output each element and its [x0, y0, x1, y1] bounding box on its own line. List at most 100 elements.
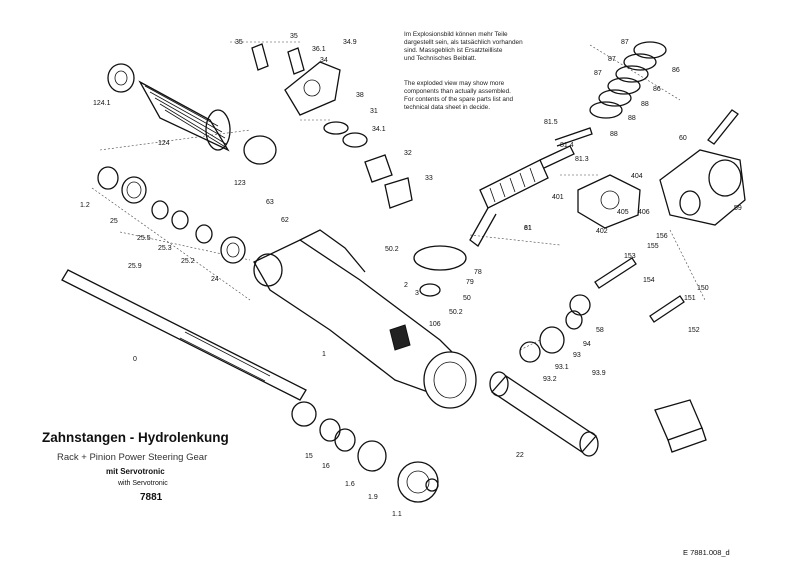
- part-label: 34.1: [372, 126, 386, 133]
- part-label: 3: [415, 290, 419, 297]
- part-label: 36.1: [312, 46, 326, 53]
- block-402: [577, 174, 641, 229]
- part-label: 81.5: [544, 119, 558, 126]
- part-label: 79: [466, 279, 474, 286]
- part-label: 151: [684, 295, 696, 302]
- note-german-line-3: sind. Massgeblich ist Ersatzteilliste: [404, 47, 503, 54]
- part-label: 124.1: [93, 100, 111, 107]
- part-label: 123: [234, 180, 246, 187]
- pins-right: [519, 257, 685, 363]
- part-label: 86: [672, 67, 680, 74]
- part-label: 50.2: [385, 246, 399, 253]
- tube-22: [489, 371, 599, 457]
- part-label: 31: [370, 108, 378, 115]
- part-label: 87: [608, 56, 616, 63]
- part-label: 152: [688, 327, 700, 334]
- part-label: 1.2: [80, 202, 90, 209]
- part-label: 34: [320, 57, 328, 64]
- note-english-line-3: For contents of the spare parts list and: [404, 96, 514, 103]
- part-label: 94: [583, 341, 591, 348]
- part-label: 156: [656, 233, 668, 240]
- drawing-code: E 7881.008_d: [683, 548, 730, 557]
- servotronic-valve-59: [659, 109, 746, 226]
- o-ring-78: [413, 245, 467, 297]
- note-german-line-2: dargestellt sein, als tatsächlich vorhan…: [404, 39, 523, 46]
- diagram-number: 7881: [140, 492, 163, 503]
- note-german-line-4: und Technisches Beiblatt.: [404, 55, 477, 62]
- part-label: 81.3: [575, 156, 589, 163]
- part-label: 93: [573, 352, 581, 359]
- part-label: 87: [594, 70, 602, 77]
- part-label: 87: [621, 39, 629, 46]
- servotronic-label-de: mit Servotronic: [106, 467, 165, 476]
- part-label: 401: [552, 194, 564, 201]
- part-label: 25.3: [158, 245, 172, 252]
- part-label: 153: [624, 253, 636, 260]
- part-label: 22: [516, 452, 524, 459]
- part-label: 88: [610, 131, 618, 138]
- part-label: 1.1: [392, 511, 402, 518]
- part-label: 1: [322, 351, 326, 358]
- pinion-valve-81: [469, 127, 593, 247]
- housing-1: [253, 229, 477, 409]
- part-label: 86: [653, 86, 661, 93]
- part-label: 59: [734, 205, 742, 212]
- sensor-connector: [654, 399, 707, 453]
- part-label: 24: [211, 276, 219, 283]
- part-label: 25: [110, 218, 118, 225]
- rings-left-group: [97, 166, 246, 264]
- part-label: 33: [425, 175, 433, 182]
- part-label: 0: [133, 356, 137, 363]
- part-label: 1.9: [368, 494, 378, 501]
- part-label: 150: [697, 285, 709, 292]
- part-label: 63: [266, 199, 274, 206]
- rack-bar-0: [61, 269, 317, 427]
- part-label: 2: [404, 282, 408, 289]
- part-label: 25.2: [181, 258, 195, 265]
- part-label: 50.2: [449, 309, 463, 316]
- servotronic-label-en: with Servotronic: [118, 480, 168, 487]
- part-label: 106: [429, 321, 441, 328]
- part-label: 32: [404, 150, 412, 157]
- part-label: 35: [290, 33, 298, 40]
- part-label: 88: [641, 101, 649, 108]
- part-label: 61: [524, 225, 532, 232]
- note-english-line-1: The exploded view may show more: [404, 80, 505, 87]
- part-label: 154: [643, 277, 655, 284]
- part-label: 93.2: [543, 376, 557, 383]
- part-label: 38: [356, 92, 364, 99]
- part-label: 402: [596, 228, 608, 235]
- diagram-subtitle: Rack + Pinion Power Steering Gear: [57, 452, 208, 463]
- diagram-title: Zahnstangen - Hydrolenkung: [42, 430, 229, 445]
- bellows-boot-124: [107, 63, 277, 165]
- part-label: 58: [596, 327, 604, 334]
- part-label: 1.6: [345, 481, 355, 488]
- part-label: 16: [322, 463, 330, 470]
- part-label: 62: [281, 217, 289, 224]
- part-label: 406: [638, 209, 650, 216]
- part-label: 81.4: [560, 142, 574, 149]
- part-label: 88: [628, 115, 636, 122]
- note-english-line-4: technical data sheet in decide.: [404, 104, 490, 111]
- part-label: 93.9: [592, 370, 606, 377]
- note-german-line-1: Im Explosionsbild können mehr Teile: [404, 31, 508, 38]
- part-label: 34.9: [343, 39, 357, 46]
- part-label: 404: [631, 173, 643, 180]
- part-label: 405: [617, 209, 629, 216]
- part-label: 60: [679, 135, 687, 142]
- leader-lines: [91, 41, 706, 351]
- part-label: 78: [474, 269, 482, 276]
- part-label: 155: [647, 243, 659, 250]
- part-label: 124: [158, 140, 170, 147]
- note-english-line-2: components than actually assembled.: [404, 88, 511, 95]
- part-label: 93.1: [555, 364, 569, 371]
- part-label: 50: [463, 295, 471, 302]
- part-label: 81: [524, 225, 532, 232]
- part-label: 35: [235, 39, 243, 46]
- part-label: 15: [305, 453, 313, 460]
- plate-34: [251, 43, 413, 209]
- rings-87-88: [589, 41, 667, 119]
- part-label: 25.5: [137, 235, 151, 242]
- rings-bottom-group: [319, 418, 439, 503]
